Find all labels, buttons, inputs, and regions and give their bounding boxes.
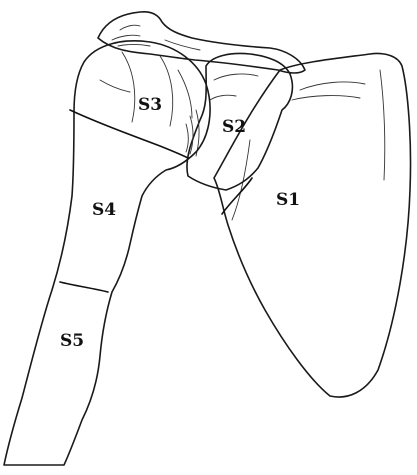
s4-s5-boundary [60,282,108,292]
humerus [4,41,210,465]
scapula [214,54,411,397]
label-s3: S3 [138,95,162,115]
humeral-head [4,41,210,465]
label-s1: S1 [276,190,300,210]
clavicle [98,12,305,73]
label-s5: S5 [60,331,84,351]
s2-s1-boundary [222,178,252,214]
label-s2: S2 [222,117,246,137]
label-s4: S4 [92,200,116,220]
s3-s4-boundary [70,110,188,158]
scapula-body [214,54,411,397]
